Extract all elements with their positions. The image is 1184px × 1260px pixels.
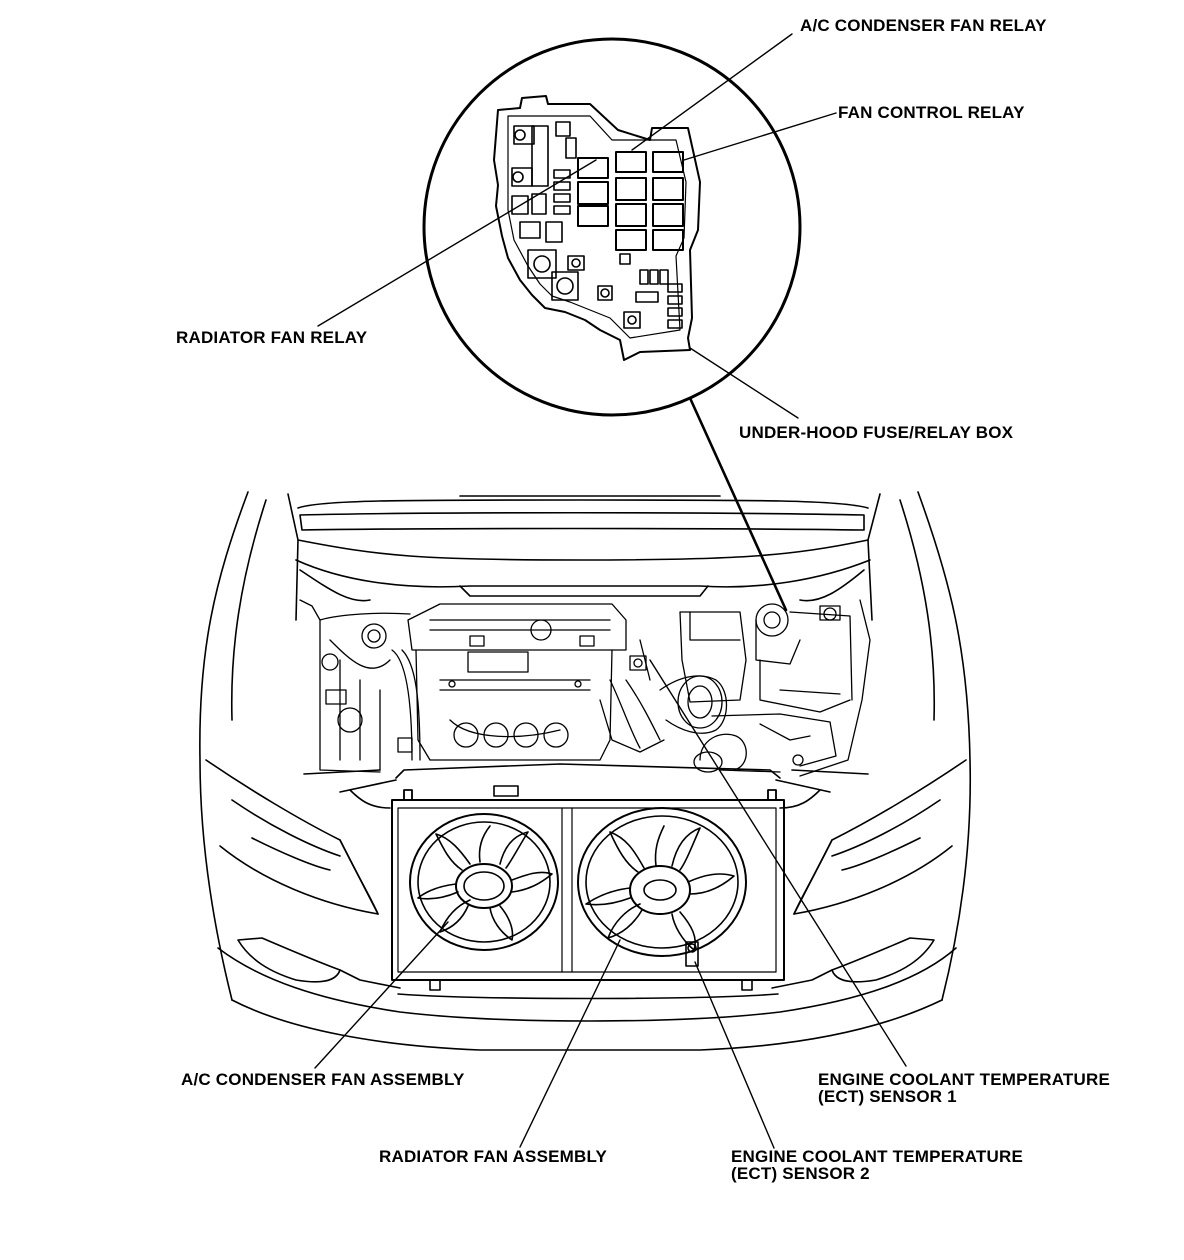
radiator-fan-relay: [577, 157, 609, 179]
radiator-fan: [577, 807, 747, 957]
fan-control-relay: [652, 151, 684, 173]
label-ect-sensor-2: ENGINE COOLANT TEMPERATURE (ECT) SENSOR …: [731, 1148, 1023, 1182]
label-ac-condenser-fan-assembly: A/C CONDENSER FAN ASSEMBLY: [181, 1070, 465, 1089]
ac-condenser-fan: [409, 813, 559, 951]
vehicle-front-view: [199, 491, 972, 1051]
label-fan-control-relay: FAN CONTROL RELAY: [838, 103, 1025, 122]
label-ac-condenser-fan-relay: A/C CONDENSER FAN RELAY: [800, 16, 1047, 35]
leader-lines-top: [314, 33, 907, 1149]
ac-condenser-fan-relay: [615, 151, 647, 173]
label-ect-sensor-1: ENGINE COOLANT TEMPERATURE (ECT) SENSOR …: [818, 1071, 1110, 1105]
label-radiator-fan-relay: RADIATOR FAN RELAY: [176, 328, 368, 347]
label-radiator-fan-assembly: RADIATOR FAN ASSEMBLY: [379, 1147, 608, 1166]
label-under-hood-fuse-relay-box: UNDER-HOOD FUSE/RELAY BOX: [739, 423, 1014, 442]
label-ect-sensor-2-line2: (ECT) SENSOR 2: [731, 1164, 870, 1183]
label-ect-sensor-1-line1: ENGINE COOLANT TEMPERATURE: [818, 1070, 1111, 1089]
fuse-relay-box-outline: [493, 95, 701, 361]
fuse-box-detail-view: [422, 37, 802, 417]
engine-bay: [299, 599, 871, 777]
radiator-assembly: [391, 763, 785, 991]
label-ect-sensor-1-line2: (ECT) SENSOR 1: [818, 1087, 957, 1106]
label-ect-sensor-2-line1: ENGINE COOLANT TEMPERATURE: [731, 1147, 1024, 1166]
